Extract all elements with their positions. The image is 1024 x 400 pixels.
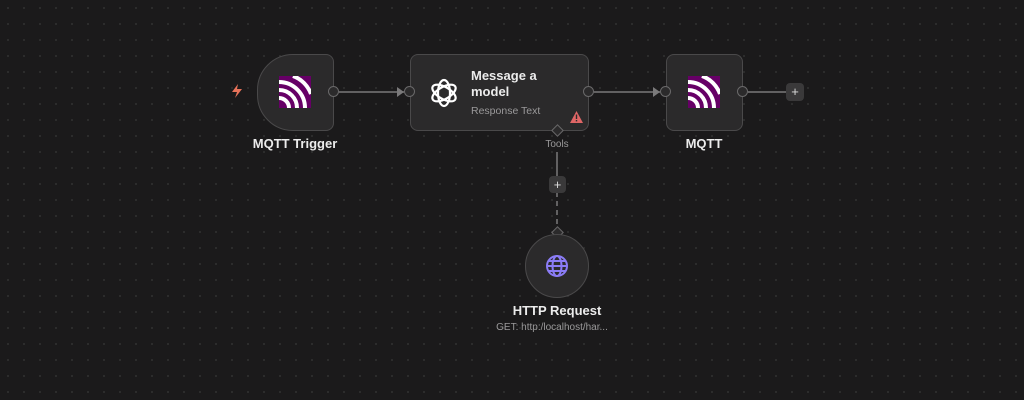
message-model-subtitle: Response Text xyxy=(471,105,541,117)
message-model-output-handle[interactable] xyxy=(583,86,594,97)
warning-icon[interactable] xyxy=(570,111,583,123)
mqtt-node[interactable] xyxy=(666,54,743,131)
globe-icon xyxy=(546,255,568,277)
add-node-button[interactable]: + xyxy=(786,83,804,101)
mqtt-input-handle[interactable] xyxy=(660,86,671,97)
http-request-node[interactable] xyxy=(525,234,589,298)
message-model-node[interactable]: Message a model Response Text xyxy=(410,54,589,131)
add-tool-button[interactable]: + xyxy=(549,176,566,193)
mqtt-icon xyxy=(688,76,720,108)
message-model-title-line1: Message a xyxy=(471,68,537,83)
http-request-label: HTTP Request xyxy=(512,303,602,318)
tools-label: Tools xyxy=(545,139,569,150)
message-model-input-handle[interactable] xyxy=(404,86,415,97)
mqtt-output-handle[interactable] xyxy=(737,86,748,97)
trigger-bolt-icon xyxy=(232,84,242,98)
mqtt-trigger-label: MQTT Trigger xyxy=(252,136,338,151)
http-request-subtitle: GET: http:/localhost/har... xyxy=(496,322,608,333)
mqtt-icon xyxy=(279,76,311,108)
mqtt-trigger-output-handle[interactable] xyxy=(328,86,339,97)
openai-icon xyxy=(431,78,457,108)
message-model-title-line2: model xyxy=(471,84,510,99)
mqtt-label: MQTT xyxy=(685,136,723,151)
mqtt-trigger-node[interactable] xyxy=(257,54,334,131)
